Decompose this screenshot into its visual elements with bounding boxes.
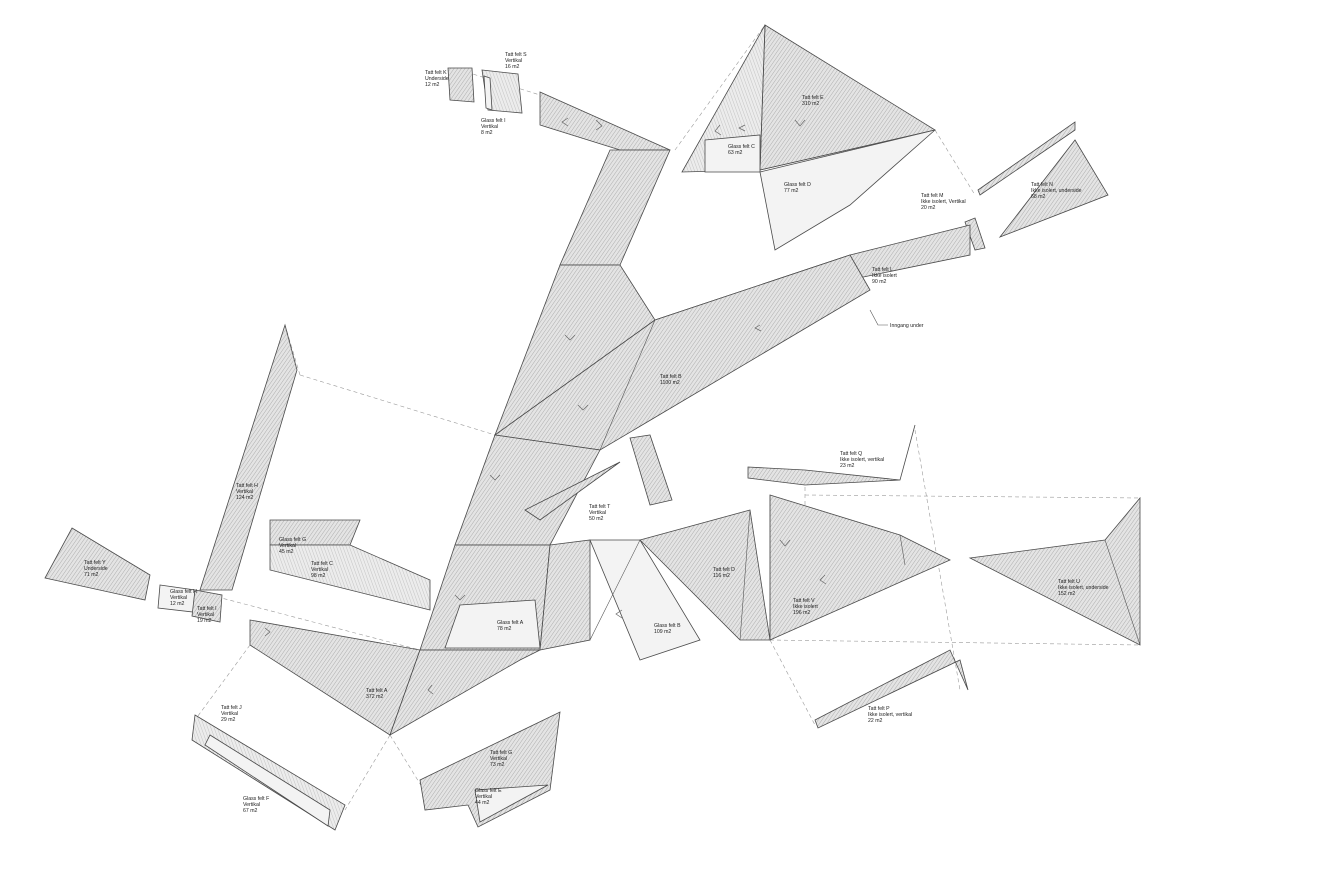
panel-glass-d — [759, 129, 936, 251]
panel-glass-i — [483, 75, 493, 111]
panel-arm-upper — [539, 91, 671, 151]
panel-tak-t-2 — [629, 434, 673, 506]
panel-tak-n — [998, 139, 1109, 238]
panel-tak-k — [447, 67, 475, 103]
inngang-leader — [869, 309, 888, 326]
panel-tak-t — [524, 461, 621, 521]
panel-tak-i — [191, 589, 223, 623]
panel-tak-p — [814, 649, 969, 729]
panel-glass-e — [474, 784, 549, 823]
panel-tak-v — [769, 494, 951, 641]
panel-glass-b — [589, 539, 701, 661]
panel-tak-b — [493, 254, 871, 451]
fold-lines — [420, 24, 1141, 651]
label-inngang: Inngang under — [890, 323, 924, 329]
panel-tak-m-strip — [977, 121, 1076, 196]
panel-glass-f — [204, 734, 331, 827]
panel-tak-u — [968, 496, 1141, 646]
panel-arm-stem — [559, 149, 671, 266]
direction-chevrons — [264, 117, 827, 695]
panel-tak-g — [419, 711, 561, 828]
panel-glass-a — [444, 599, 541, 649]
panel-shapes — [44, 24, 1141, 831]
panel-tak-y — [44, 527, 151, 601]
panel-tak-q — [747, 424, 916, 486]
panel-tak-c — [269, 544, 431, 611]
panel-tak-a — [249, 619, 421, 736]
panel-tak-h — [199, 323, 298, 591]
